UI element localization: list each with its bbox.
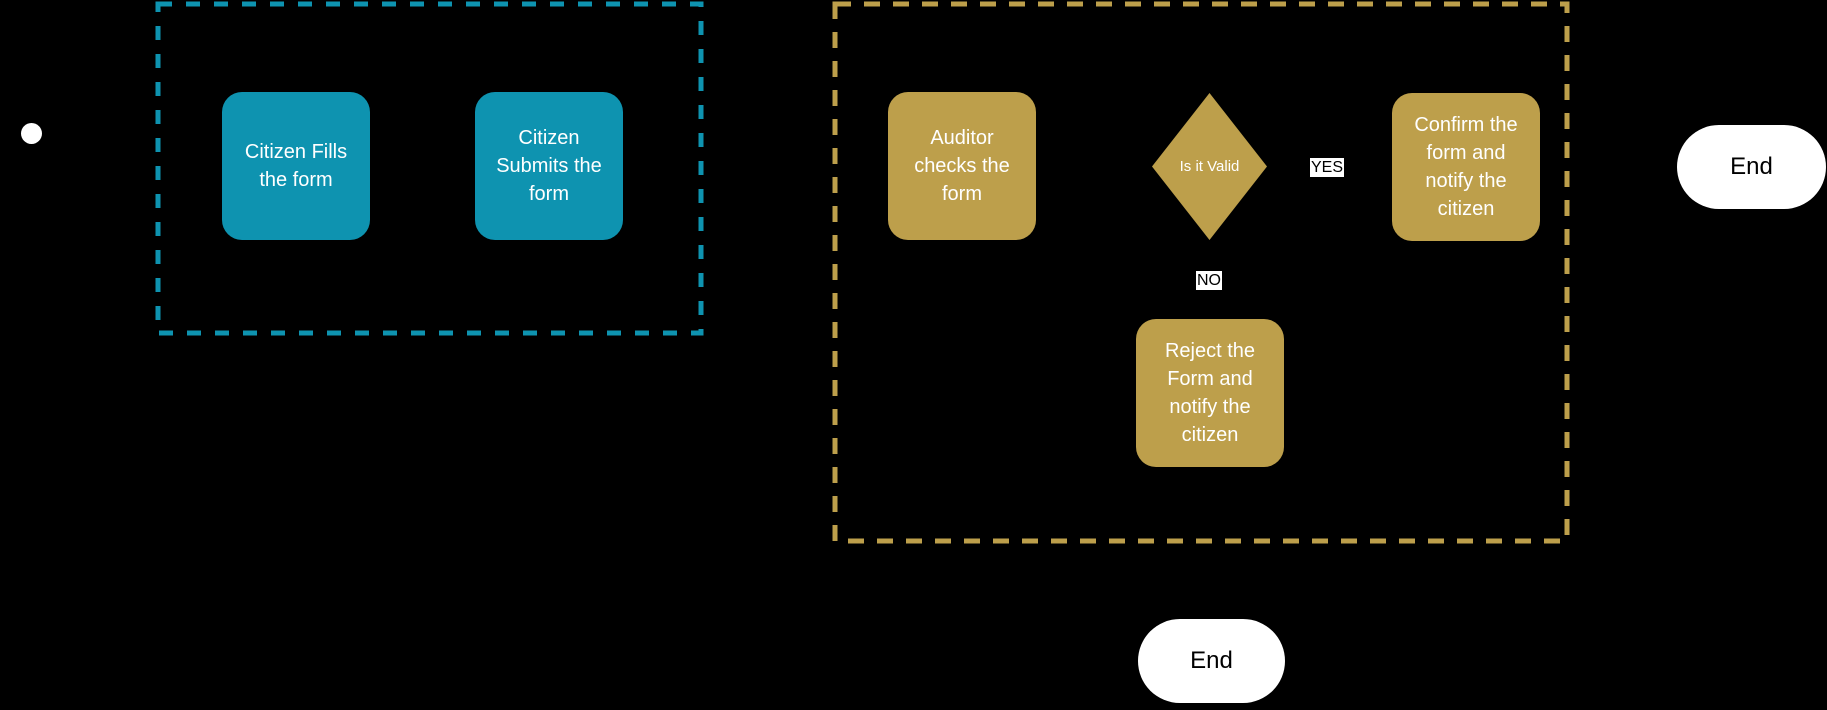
node-citizen-fills-form[interactable]: Citizen Fills the form [222,92,370,240]
node-label: End [1190,647,1233,674]
auditor-lane-boundary [832,1,1570,544]
node-label: Citizen Submits the form [496,127,602,205]
node-label: Confirm the form and notify the citizen [1414,114,1518,220]
node-label: Citizen Fills the form [244,141,348,191]
node-label: End [1730,153,1773,180]
node-label: Reject the Form and notify the citizen [1164,340,1256,446]
node-confirm-form[interactable]: Confirm the form and notify the citizen [1392,93,1540,241]
node-auditor-checks-form[interactable]: Auditor checks the form [888,92,1036,240]
end-node-bottom[interactable]: End [1138,619,1285,703]
node-reject-form[interactable]: Reject the Form and notify the citizen [1136,319,1284,467]
decision-diamond[interactable] [1152,93,1267,240]
branch-label-no: NO [1196,271,1222,290]
node-citizen-submits-form[interactable]: Citizen Submits the form [475,92,623,240]
citizen-lane-boundary [155,1,704,336]
start-node[interactable] [21,123,42,144]
branch-label-yes: YES [1310,158,1345,177]
node-label: Auditor checks the form [914,127,1010,205]
end-node-right[interactable]: End [1677,125,1826,209]
